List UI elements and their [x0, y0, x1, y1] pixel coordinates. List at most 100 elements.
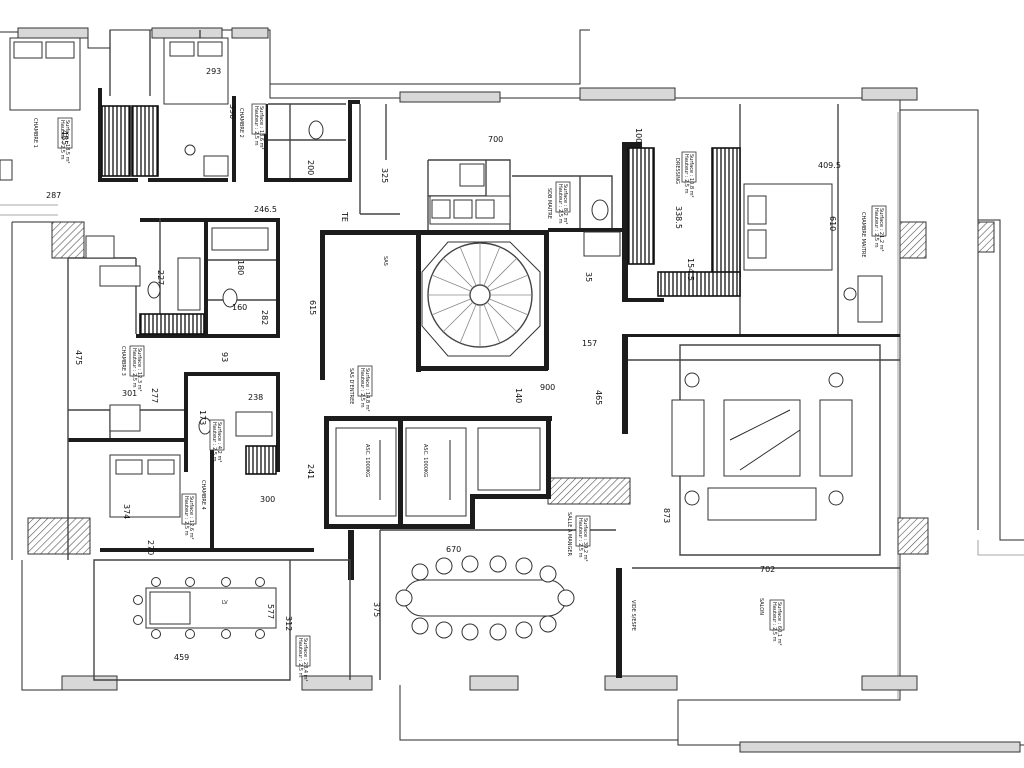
dimension-label: 160 — [232, 303, 247, 312]
room-height: Hauteur : 2,5 m — [683, 154, 689, 194]
dimension-label: 301 — [122, 389, 137, 398]
table-chair — [133, 615, 143, 625]
label-lv: LV — [222, 600, 228, 606]
room-name-salle: SALLE A MANGER — [566, 512, 572, 557]
table-chair — [151, 629, 161, 639]
table-chair — [185, 577, 195, 587]
dining-chair — [435, 557, 453, 575]
dimension-label: 577 — [266, 604, 275, 619]
dining-chair — [515, 621, 533, 639]
dimension-label: 300 — [260, 495, 275, 504]
room-height: Hauteur : 2,5 m — [557, 184, 563, 224]
dimension-label: 465 — [594, 390, 603, 405]
table-chair — [221, 577, 231, 587]
dining-chair — [489, 623, 507, 641]
dimension-label: 282 — [260, 310, 269, 325]
dining-table — [395, 555, 575, 641]
dimension-label: 270 — [146, 540, 155, 555]
dimension-label: 140 — [514, 388, 523, 403]
dimension-label: 227 — [156, 270, 165, 285]
room-name-ch1: CHAMBRE 1 — [32, 118, 38, 148]
room-name-sasentree: SAS D'ENTREE — [348, 368, 354, 404]
dimension-label: 238 — [248, 393, 263, 402]
dimension-label: 154.5 — [686, 258, 695, 281]
desks — [0, 144, 883, 432]
dimension-label: 35 — [584, 272, 593, 282]
elevators — [335, 427, 541, 517]
room-area: Surface : 21,2 m² — [878, 208, 884, 252]
room-area: Surface : 39,2 m² — [582, 518, 588, 562]
room-name-dressing: DRESSING — [674, 158, 680, 184]
room-height: Hauteur : 2,5 m — [771, 602, 777, 642]
table-chair — [221, 629, 231, 639]
dimension-label: 100 — [634, 128, 643, 143]
dimension-label: 610 — [828, 216, 837, 231]
dining-chair — [557, 589, 575, 607]
dimension-label: 873 — [662, 508, 671, 523]
label-asc2: ASC. 1000KG — [422, 444, 428, 477]
label-vide: VIDE S/ESPE — [630, 600, 636, 631]
table-chair — [133, 595, 143, 605]
dining-chair — [411, 563, 429, 581]
beds — [9, 37, 833, 518]
dimension-label: 475 — [74, 350, 83, 365]
room-height: Hauteur : 2,5 m — [253, 106, 259, 146]
salon-furniture — [671, 372, 853, 521]
dimension-label: 277 — [150, 388, 159, 403]
room-name-ch3: CHAMBRE 3 — [120, 346, 126, 376]
label-asc1: ASC. 1000KG — [364, 444, 370, 477]
dining-chair — [489, 555, 507, 573]
dining-chair — [435, 621, 453, 639]
room-area: Surface : 4,2 m² — [216, 422, 222, 462]
dining-chair — [411, 617, 429, 635]
room-area: Surface : 10,8 m² — [688, 154, 694, 198]
outer-envelope — [0, 29, 1024, 746]
room-area: Surface : 60,1 m² — [776, 602, 782, 646]
dimension-label: 325 — [380, 168, 389, 183]
dining-chair — [395, 589, 413, 607]
label-sas: SAS — [382, 256, 388, 266]
room-labels: CHAMBRE 1 CHAMBRE 2 CHAMBRE 3 CHAMBRE 4 … — [32, 108, 866, 631]
room-area: Surface : 12,6 m² — [188, 496, 194, 540]
dimension-label: 173 — [198, 410, 207, 425]
room-height: Hauteur : 2,5 m — [359, 368, 365, 408]
room-height: Hauteur : 2,5 m — [131, 348, 137, 388]
room-area: Surface : 12,3 m² — [136, 348, 142, 392]
dimension-label: 375 — [372, 602, 381, 617]
dimension-label: 485 — [60, 130, 69, 145]
dimension-label: 459 — [174, 653, 189, 662]
room-area: Surface : 28,4 m² — [302, 638, 308, 682]
table-chair — [185, 629, 195, 639]
dimension-label: 702 — [760, 565, 775, 574]
room-area: Surface : 18,5 m² — [64, 120, 70, 164]
dimension-label: 200 — [306, 160, 315, 175]
room-area: Surface : 8,2 m² — [562, 184, 568, 224]
dimension-label: 409.5 — [818, 161, 841, 170]
dining-chair — [515, 557, 533, 575]
table-chair — [151, 577, 161, 587]
sanitary — [85, 120, 621, 437]
table-chair — [255, 629, 265, 639]
closets — [101, 105, 741, 475]
dimension-label: 180 — [236, 260, 245, 275]
room-height: Hauteur : 2,5 m — [297, 638, 303, 678]
room-height: Hauteur : 2,5 m — [211, 422, 217, 462]
room-height: Hauteur : 2,5 m — [577, 518, 583, 558]
room-name-salon: SALON — [758, 598, 764, 615]
dimension-label: 338.5 — [674, 206, 683, 229]
room-area: Surface : 13,6 m² — [258, 106, 264, 150]
room-name-ch2: CHAMBRE 2 — [238, 108, 244, 138]
room-name-ch4: CHAMBRE 4 — [200, 480, 206, 510]
